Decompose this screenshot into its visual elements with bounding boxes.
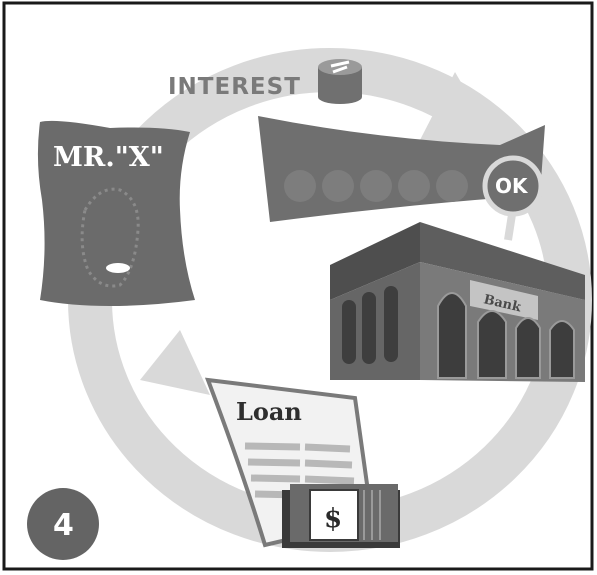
mr-x-highlight <box>106 263 130 273</box>
interest-label: INTEREST <box>168 74 301 100</box>
dollar-sign: $ <box>324 504 342 534</box>
step-number: 4 <box>53 508 74 543</box>
coin-icon <box>318 59 362 104</box>
loan-title: Loan <box>236 397 302 426</box>
mr-x-label: MR."X" <box>53 142 164 173</box>
ok-label: OK <box>495 174 529 198</box>
